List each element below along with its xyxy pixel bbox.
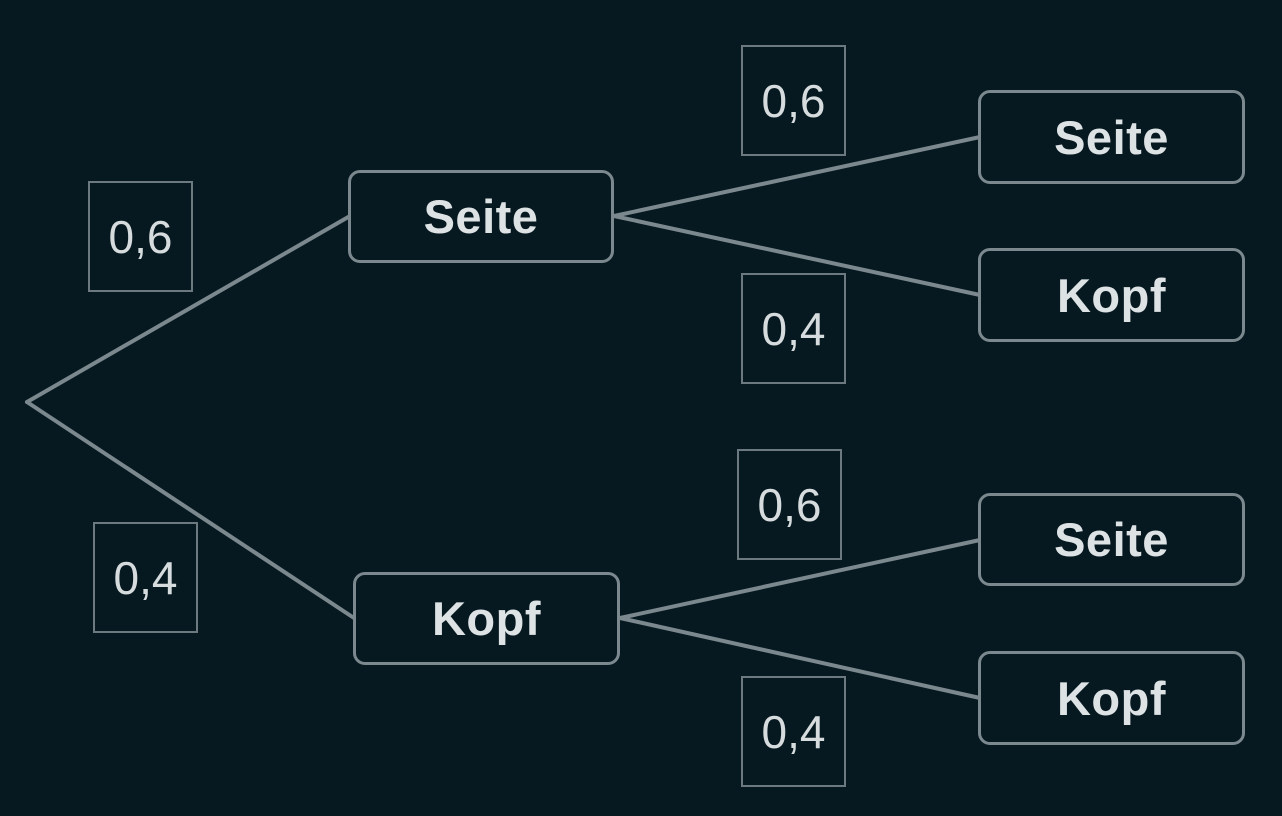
probability-root-kopf: 0,4 [93, 522, 198, 633]
edge-root-kopf [25, 400, 356, 620]
node-kopf: Kopf [353, 572, 620, 665]
edge-seite-kopf [612, 214, 982, 297]
edge-kopf-seite [618, 538, 982, 620]
node-seite-kopf: Kopf [978, 248, 1245, 342]
node-kopf-seite: Seite [978, 493, 1245, 586]
edge-seite-seite [612, 135, 982, 218]
probability-kopf-kopf: 0,4 [741, 676, 846, 787]
probability-seite-seite: 0,6 [741, 45, 846, 156]
edge-kopf-kopf [618, 616, 982, 700]
edge-root-seite [25, 214, 352, 404]
node-seite-seite: Seite [978, 90, 1245, 184]
node-kopf-kopf: Kopf [978, 651, 1245, 745]
probability-seite-kopf: 0,4 [741, 273, 846, 384]
probability-root-seite: 0,6 [88, 181, 193, 292]
node-seite: Seite [348, 170, 614, 263]
probability-kopf-seite: 0,6 [737, 449, 842, 560]
